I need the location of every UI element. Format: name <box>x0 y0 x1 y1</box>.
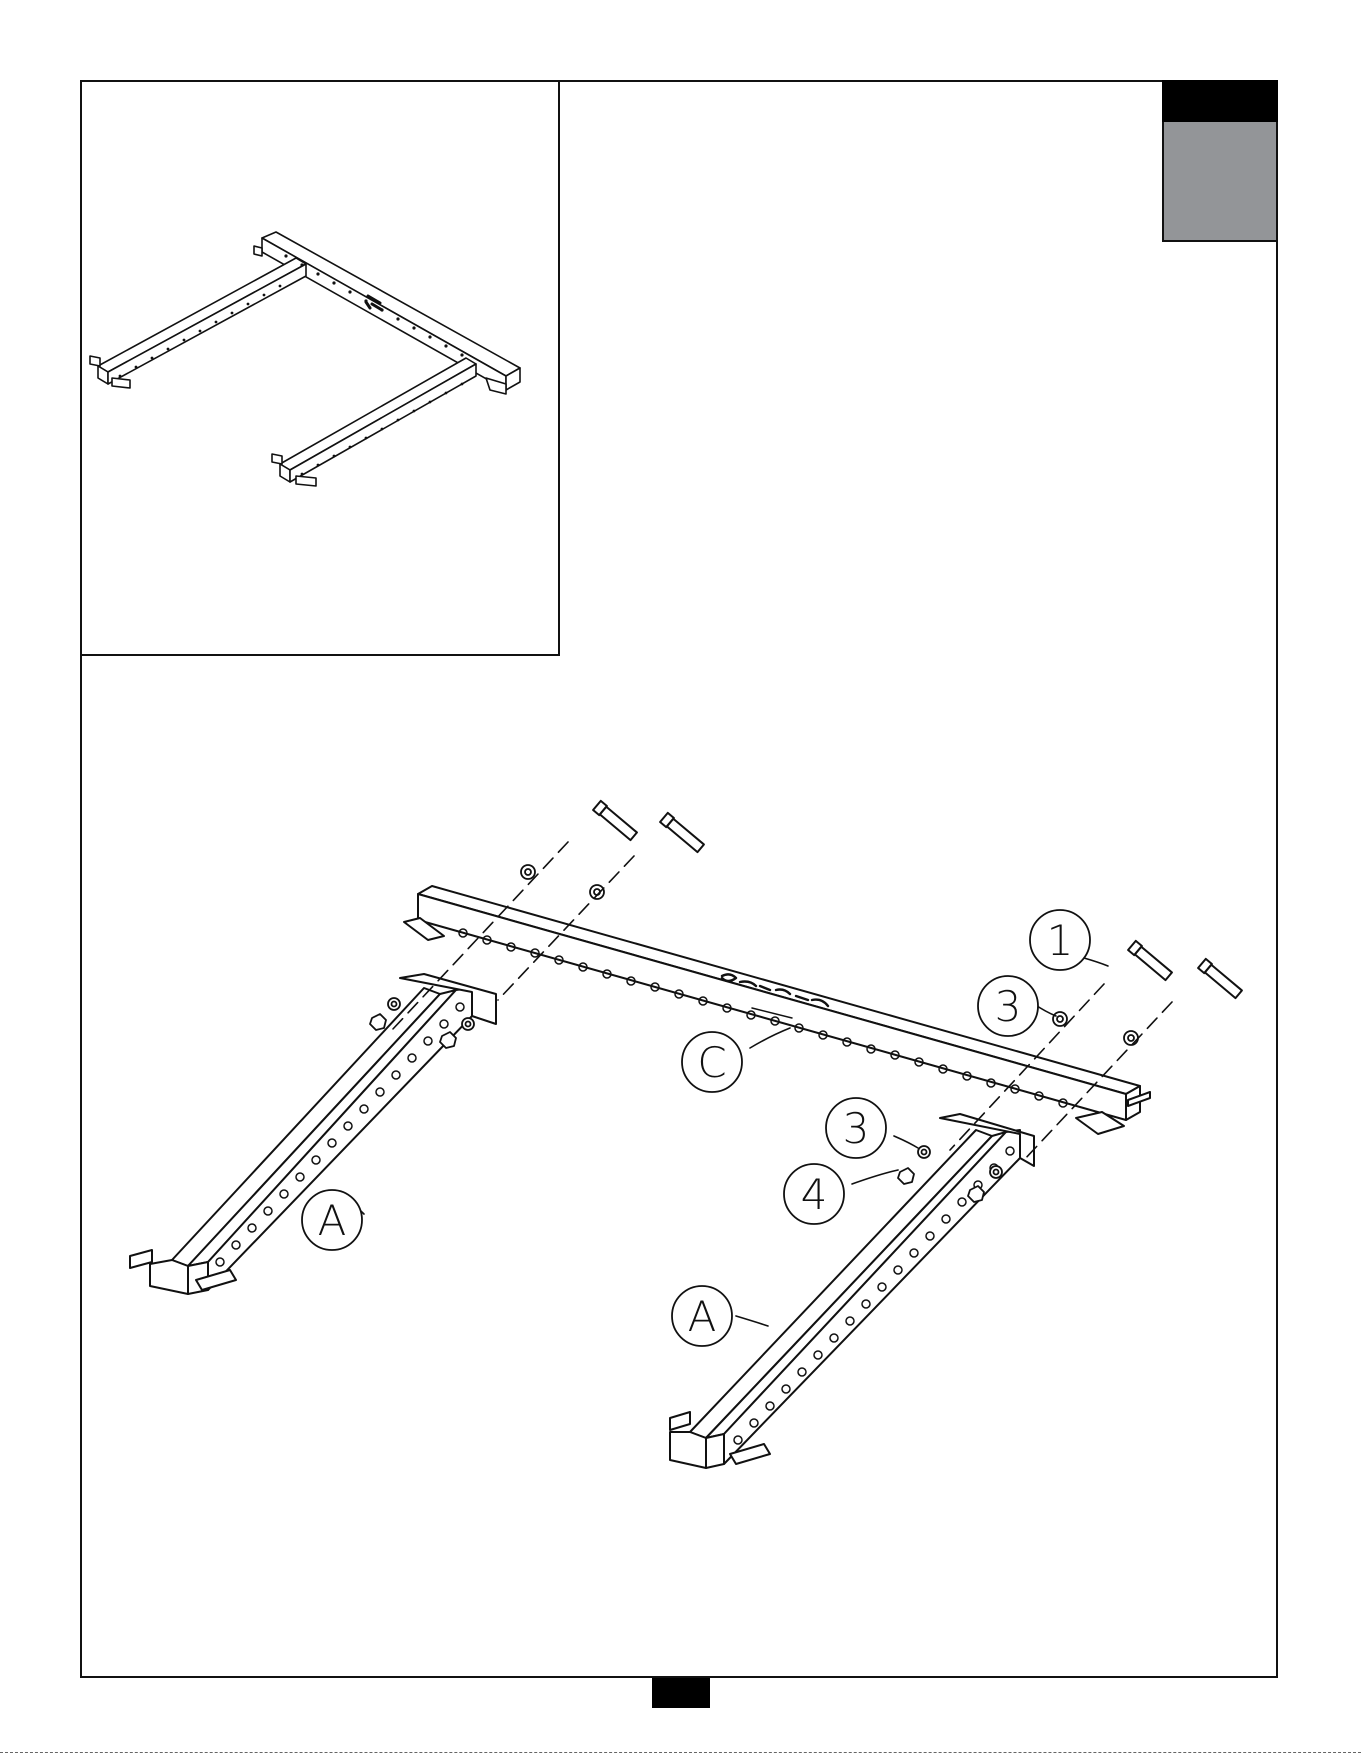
callout-a-left-label: A <box>318 1196 347 1245</box>
rail-a-right <box>670 1114 1034 1468</box>
callout-c-label: C <box>697 1038 726 1087</box>
overview-crossbar <box>254 232 520 394</box>
overview-assembly <box>90 232 520 486</box>
overview-rail-left <box>90 258 306 388</box>
callout-4-label: 4 <box>801 1170 828 1219</box>
callout-3-top-label: 3 <box>995 982 1022 1031</box>
callout-a-right-label: A <box>688 1292 717 1341</box>
overview-rail-right <box>272 358 476 486</box>
overview-holes <box>119 254 464 475</box>
callout-1-label: 1 <box>1047 916 1074 965</box>
callout-3-bottom-label: 3 <box>843 1104 870 1153</box>
